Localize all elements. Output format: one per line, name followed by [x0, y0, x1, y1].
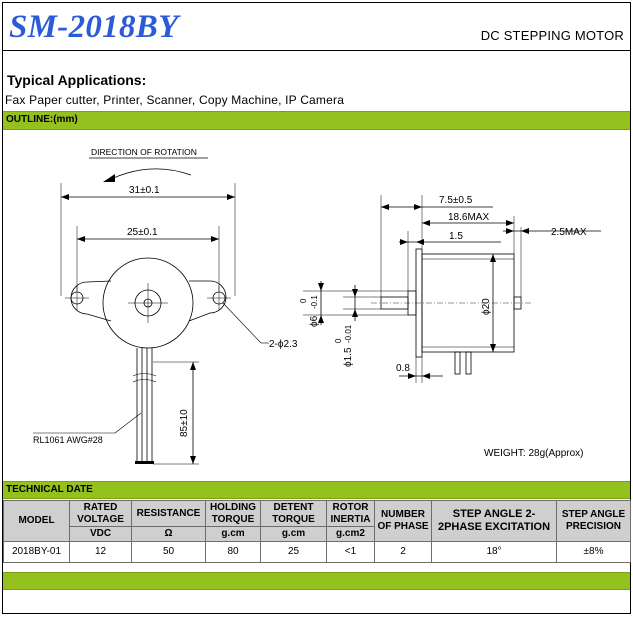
dim-shaft-dia: ϕ1.5	[343, 347, 354, 367]
dim-hole: 2-ϕ2.3	[269, 339, 298, 350]
header-detent-torque: DETENT TORQUE	[260, 500, 327, 527]
cell-number-of-phase: 2	[374, 540, 432, 563]
dim-boss-dia: ϕ6	[309, 315, 320, 327]
unit-resistance: Ω	[131, 526, 206, 542]
cell-step-angle: 18°	[431, 540, 557, 563]
header-resistance: RESISTANCE	[131, 500, 206, 527]
spec-table: MODEL RATED VOLTAGE RESISTANCE HOLDING T…	[3, 500, 631, 563]
unit-rated-voltage: VDC	[69, 526, 132, 542]
dim-total-length: 7.5±0.5	[439, 195, 473, 206]
cell-rated-voltage: 12	[69, 540, 132, 563]
rotation-label: DIRECTION OF ROTATION	[91, 147, 197, 157]
dim-boss-upper: 0	[299, 298, 308, 303]
header-step-precision: STEP ANGLE PRECISION	[556, 500, 631, 542]
unit-detent-torque: g.cm	[260, 526, 327, 542]
outline-bar-label: OUTLINE:(mm)	[6, 114, 78, 125]
dim-boss-lower: -0.1	[310, 295, 319, 309]
header-model: MODEL	[3, 500, 70, 542]
dim-width-inner: 25±0.1	[127, 227, 158, 238]
dim-body-dia: ϕ20	[481, 298, 492, 315]
applications-text: Fax Paper cutter, Printer, Scanner, Copy…	[5, 93, 345, 107]
outline-bar: OUTLINE:(mm)	[3, 111, 630, 130]
header-rated-voltage: RATED VOLTAGE	[69, 500, 132, 527]
cell-rotor-inertia: <1	[326, 540, 375, 563]
dim-width-outer: 31±0.1	[129, 185, 160, 196]
model-title: SM-2018BY	[9, 9, 179, 45]
table-row: 2018BY-01 12 50 80 25 <1 2 18° ±8%	[3, 540, 631, 563]
dim-shaft-ext: 1.5	[449, 231, 463, 242]
outline-drawing: DIRECTION OF ROTATION 31±0.1	[3, 131, 630, 480]
weight: WEIGHT: 28g(Approx)	[484, 448, 584, 459]
dim-flange: 0.8	[396, 363, 410, 374]
unit-holding-torque: g.cm	[205, 526, 261, 542]
cell-holding-torque: 80	[205, 540, 261, 563]
footer-bar	[3, 572, 630, 590]
lead-wire: RL1061 AWG#28	[33, 435, 103, 445]
header-rotor-inertia: ROTOR INERTIA	[326, 500, 375, 527]
header-number-of-phase: NUMBER OF PHASE	[374, 500, 432, 542]
dim-shaft-lower: -0.01	[344, 324, 353, 343]
unit-rotor-inertia: g.cm2	[326, 526, 375, 542]
rotation-arrow-icon	[103, 174, 115, 182]
cell-detent-torque: 25	[260, 540, 327, 563]
header-holding-torque: HOLDING TORQUE	[205, 500, 261, 527]
dim-rear-max: 2.5MAX	[551, 227, 587, 238]
applications-title: Typical Applications:	[7, 72, 147, 88]
technical-bar: TECHNICAL DATE	[3, 481, 630, 499]
cell-model: 2018BY-01	[3, 540, 70, 563]
dim-body-max: 18.6MAX	[448, 212, 489, 223]
cell-step-precision: ±8%	[556, 540, 631, 563]
header-step-angle: STEP ANGLE 2-2PHASE EXCITATION	[431, 500, 557, 542]
table-header-row: MODEL RATED VOLTAGE RESISTANCE HOLDING T…	[3, 500, 631, 542]
header: SM-2018BY DC STEPPING MOTOR	[3, 3, 630, 51]
motor-type: DC STEPPING MOTOR	[480, 28, 624, 43]
cell-resistance: 50	[131, 540, 206, 563]
technical-bar-label: TECHNICAL DATE	[6, 484, 93, 495]
dim-shaft-upper: 0	[334, 338, 343, 343]
dim-lead-length: 85±10	[179, 409, 190, 437]
